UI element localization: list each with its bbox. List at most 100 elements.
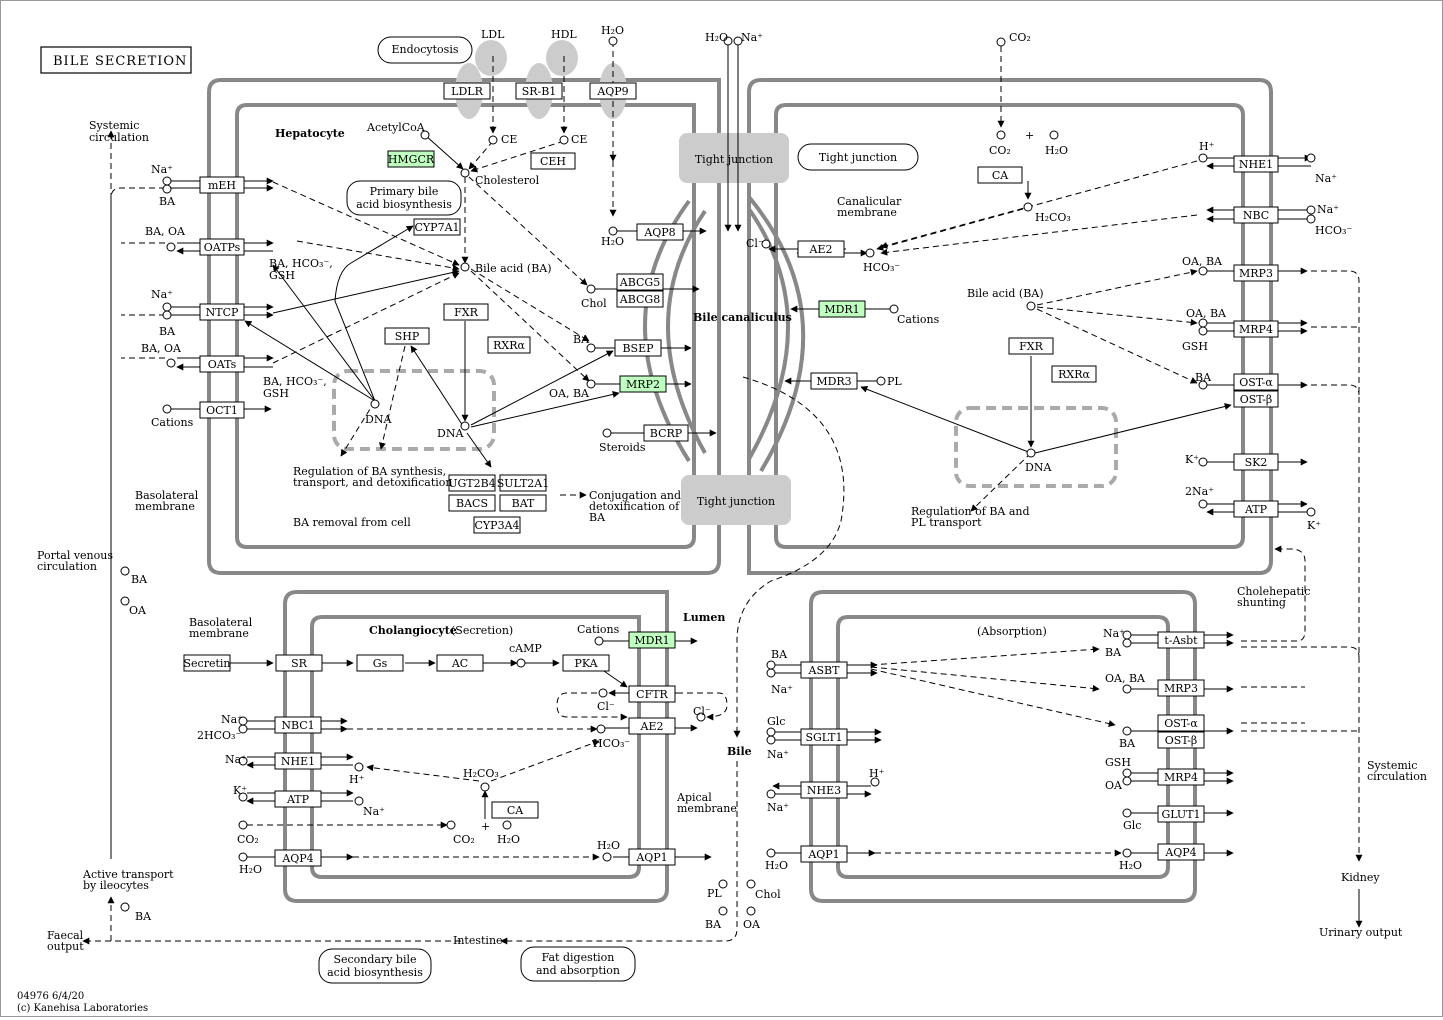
gene-box[interactable]	[436, 654, 484, 672]
map-tj2[interactable]: Tight junction	[695, 153, 773, 166]
map-tj3[interactable]: Tight junction	[697, 495, 775, 508]
gene-pka[interactable]: PKA	[562, 654, 610, 672]
gene-gs[interactable]: Gs	[356, 654, 404, 672]
gene-box[interactable]	[199, 238, 245, 256]
gene-mdr3[interactable]: MDR3	[810, 372, 858, 390]
gene-box[interactable]	[643, 424, 689, 442]
gene-box[interactable]	[1233, 453, 1279, 471]
gene-hmgcr[interactable]: HMGCR	[387, 150, 435, 168]
gene-mrp4-b[interactable]: MRP4	[1157, 768, 1205, 786]
gene-box[interactable]	[491, 801, 539, 819]
gene-box[interactable]	[616, 290, 664, 308]
gene-box[interactable]	[275, 654, 323, 672]
gene-box[interactable]	[1157, 768, 1205, 786]
gene-ca-c[interactable]: CA	[491, 801, 539, 819]
gene-oatps[interactable]: OATPs	[199, 238, 245, 256]
gene-aqp4-c[interactable]: AQP4	[274, 849, 322, 867]
gene-box[interactable]	[499, 474, 547, 492]
gene-abcg8[interactable]: ABCG8	[616, 290, 664, 308]
gene-oct1[interactable]: OCT1	[199, 401, 245, 419]
gene-nbc-r[interactable]: NBC	[1233, 206, 1279, 224]
gene-rxra-h[interactable]: RXRα	[487, 336, 531, 354]
gene-meh[interactable]: mEH	[199, 176, 245, 194]
gene-ae2-c[interactable]: AE2	[628, 717, 676, 735]
map-box[interactable]	[797, 143, 919, 171]
gene-mdr1-c[interactable]: MDR1	[628, 631, 676, 649]
gene-box[interactable]	[1233, 500, 1279, 518]
gene-cyp7a1[interactable]: CYP7A1	[413, 218, 461, 236]
gene-aqp4-b[interactable]: AQP4	[1157, 843, 1205, 861]
map-tj1[interactable]: Tight junction	[797, 143, 919, 171]
gene-box[interactable]	[800, 781, 848, 799]
gene-box[interactable]	[1008, 337, 1054, 355]
gene-oats[interactable]: OATs	[199, 355, 245, 373]
gene-box[interactable]	[977, 166, 1023, 184]
gene-box[interactable]	[183, 654, 231, 672]
gene-glut1[interactable]: GLUT1	[1157, 805, 1205, 823]
gene-mrp3-r[interactable]: MRP3	[1233, 264, 1279, 282]
gene-box[interactable]	[1233, 264, 1279, 282]
gene-box[interactable]	[616, 273, 664, 291]
gene-box[interactable]	[1051, 365, 1097, 383]
gene-asbt[interactable]: ASBT	[800, 661, 848, 679]
gene-ae2-h[interactable]: AE2	[797, 240, 845, 258]
gene-box[interactable]	[818, 300, 866, 318]
gene-box[interactable]	[800, 845, 848, 863]
gene-box[interactable]	[384, 327, 430, 345]
gene-nbc1[interactable]: NBC1	[274, 716, 322, 734]
gene-box[interactable]	[448, 494, 496, 512]
gene-box[interactable]	[274, 716, 322, 734]
gene-box[interactable]	[356, 654, 404, 672]
gene-ca-h[interactable]: CA	[977, 166, 1023, 184]
gene-box[interactable]	[1157, 843, 1205, 861]
map-box[interactable]	[377, 36, 473, 64]
gene-ostb-b[interactable]: OST-β	[1157, 731, 1205, 749]
gene-box[interactable]	[619, 375, 667, 393]
gene-box[interactable]	[636, 223, 684, 241]
gene-ugt2b4[interactable]: UGT2B4	[448, 474, 496, 492]
gene-fxr-r[interactable]: FXR	[1008, 337, 1054, 355]
gene-atp-r[interactable]: ATP	[1233, 500, 1279, 518]
map-box[interactable]	[318, 948, 432, 984]
gene-cftr[interactable]: CFTR	[628, 685, 676, 703]
gene-box[interactable]	[614, 339, 662, 357]
gene-box[interactable]	[487, 336, 531, 354]
gene-secretin[interactable]: Secretin	[183, 654, 231, 672]
gene-abcg5[interactable]: ABCG5	[616, 273, 664, 291]
gene-box[interactable]	[628, 848, 676, 866]
gene-box[interactable]	[628, 717, 676, 735]
gene-sr-b1[interactable]: SR-B1	[515, 82, 563, 100]
gene-bcrp[interactable]: BCRP	[643, 424, 689, 442]
gene-box[interactable]	[413, 218, 461, 236]
gene-box[interactable]	[797, 240, 845, 258]
gene-ceh[interactable]: CEH	[530, 152, 576, 170]
gene-box[interactable]	[1157, 805, 1205, 823]
gene-cyp3a4[interactable]: CYP3A4	[473, 516, 521, 534]
gene-box[interactable]	[530, 152, 576, 170]
gene-shp[interactable]: SHP	[384, 327, 430, 345]
gene-box[interactable]	[448, 474, 496, 492]
map-box[interactable]	[346, 180, 462, 216]
gene-box[interactable]	[628, 631, 676, 649]
gene-osta-b[interactable]: OST-α	[1157, 714, 1205, 732]
gene-ac[interactable]: AC	[436, 654, 484, 672]
gene-ntcp[interactable]: NTCP	[199, 303, 245, 321]
gene-aqp9[interactable]: AQP9	[589, 82, 637, 100]
gene-mrp3-b[interactable]: MRP3	[1157, 679, 1205, 697]
gene-box[interactable]	[199, 176, 245, 194]
gene-box[interactable]	[473, 516, 521, 534]
map-endocytosis[interactable]: Endocytosis	[377, 36, 473, 64]
gene-bacs[interactable]: BACS	[448, 494, 496, 512]
gene-box[interactable]	[199, 303, 245, 321]
gene-box[interactable]	[628, 685, 676, 703]
gene-box[interactable]	[1157, 679, 1205, 697]
gene-box[interactable]	[199, 401, 245, 419]
gene-box[interactable]	[810, 372, 858, 390]
gene-box[interactable]	[387, 150, 435, 168]
gene-mrp2[interactable]: MRP2	[619, 375, 667, 393]
gene-box[interactable]	[274, 790, 322, 808]
gene-bat[interactable]: BAT	[499, 494, 547, 512]
gene-sult2a1[interactable]: SULT2A1	[497, 474, 550, 492]
